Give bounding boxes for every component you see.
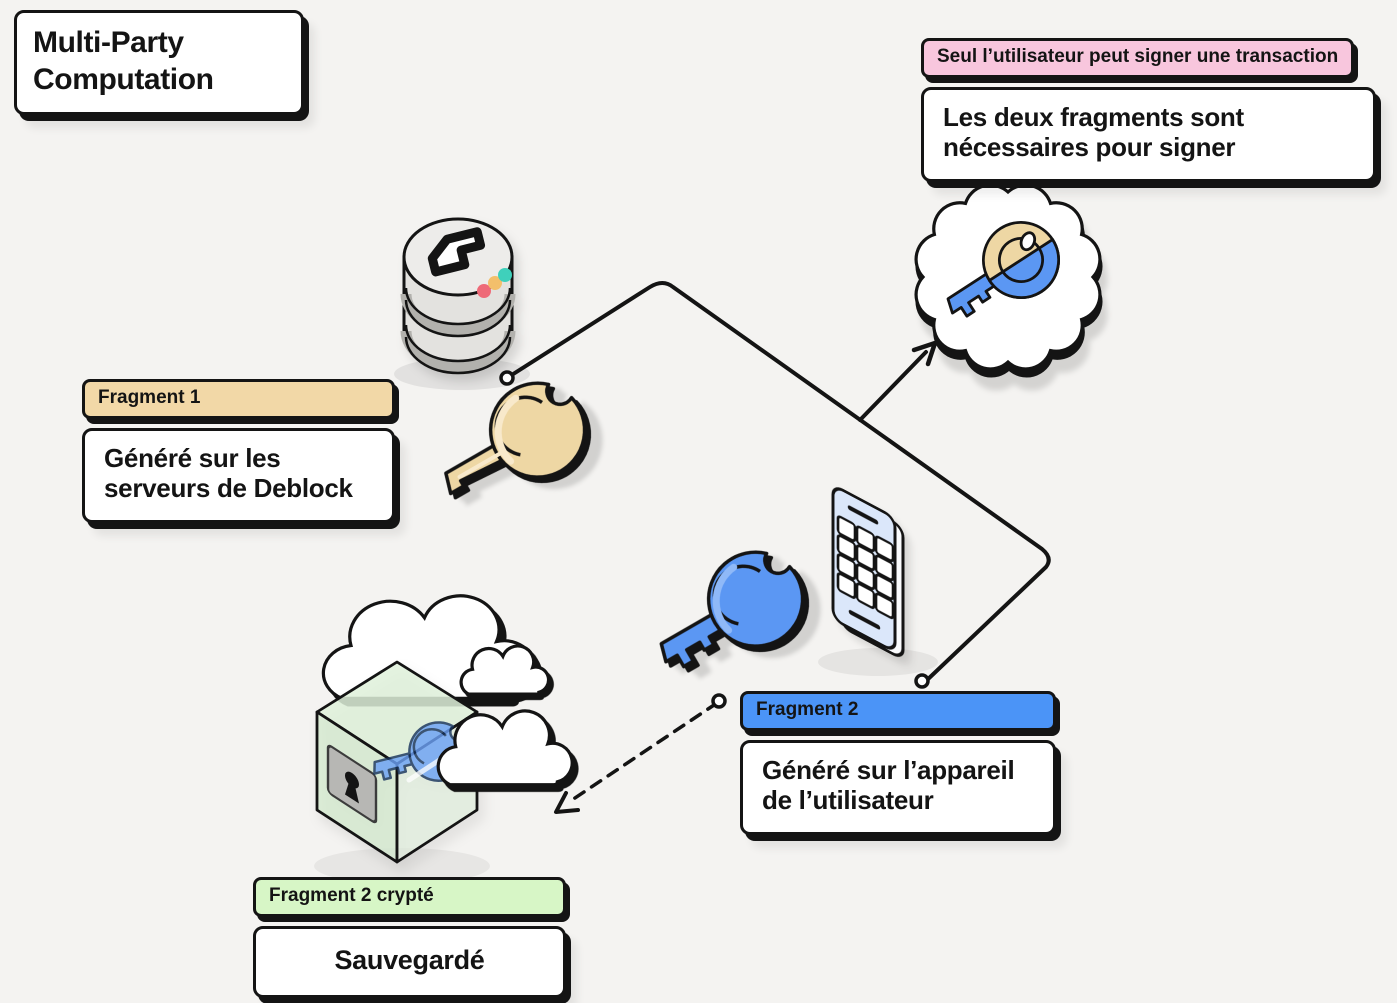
combined-key-seal-icon <box>914 183 1102 371</box>
tan-key-icon <box>444 381 587 496</box>
blue-key-icon <box>659 550 805 669</box>
fragment2-badge: Fragment 2 <box>740 691 1056 731</box>
callout-fragment2: Fragment 2 Généré sur l’appareil de l’ut… <box>740 691 1056 835</box>
page-title: Multi-Party Computation <box>14 10 304 116</box>
fragment1-body: Généré sur les serveurs de Deblock <box>82 428 395 523</box>
connector-solid <box>499 281 1051 689</box>
server-dot-yellow <box>488 276 502 290</box>
callout-signature: Seul l’utilisateur peut signer une trans… <box>921 38 1376 182</box>
fragment2-crypte-badge: Fragment 2 crypté <box>253 877 566 917</box>
connector-dashed <box>554 693 727 814</box>
fragment2-crypte-body: Sauvegardé <box>253 926 566 998</box>
callout-fragment2-crypte: Fragment 2 crypté Sauvegardé <box>253 877 566 998</box>
phone-icon <box>831 487 905 657</box>
server-dot-red <box>477 284 491 298</box>
cloud-icon-small <box>461 646 548 694</box>
cloud-icon-front <box>438 711 572 785</box>
fragment2-body: Généré sur l’appareil de l’utilisateur <box>740 740 1056 835</box>
safe-lock <box>326 744 378 824</box>
fragment1-badge: Fragment 1 <box>82 379 395 419</box>
callout-fragment1: Fragment 1 Généré sur les serveurs de De… <box>82 379 395 523</box>
signature-badge: Seul l’utilisateur peut signer une trans… <box>921 38 1355 78</box>
signature-body: Les deux fragments sont nécessaires pour… <box>921 87 1376 182</box>
deblock-logo <box>427 227 486 277</box>
combined-key <box>946 220 1061 318</box>
deblock-server-icon <box>400 217 516 375</box>
server-dot-teal <box>498 268 512 282</box>
phone-grid <box>836 515 895 620</box>
